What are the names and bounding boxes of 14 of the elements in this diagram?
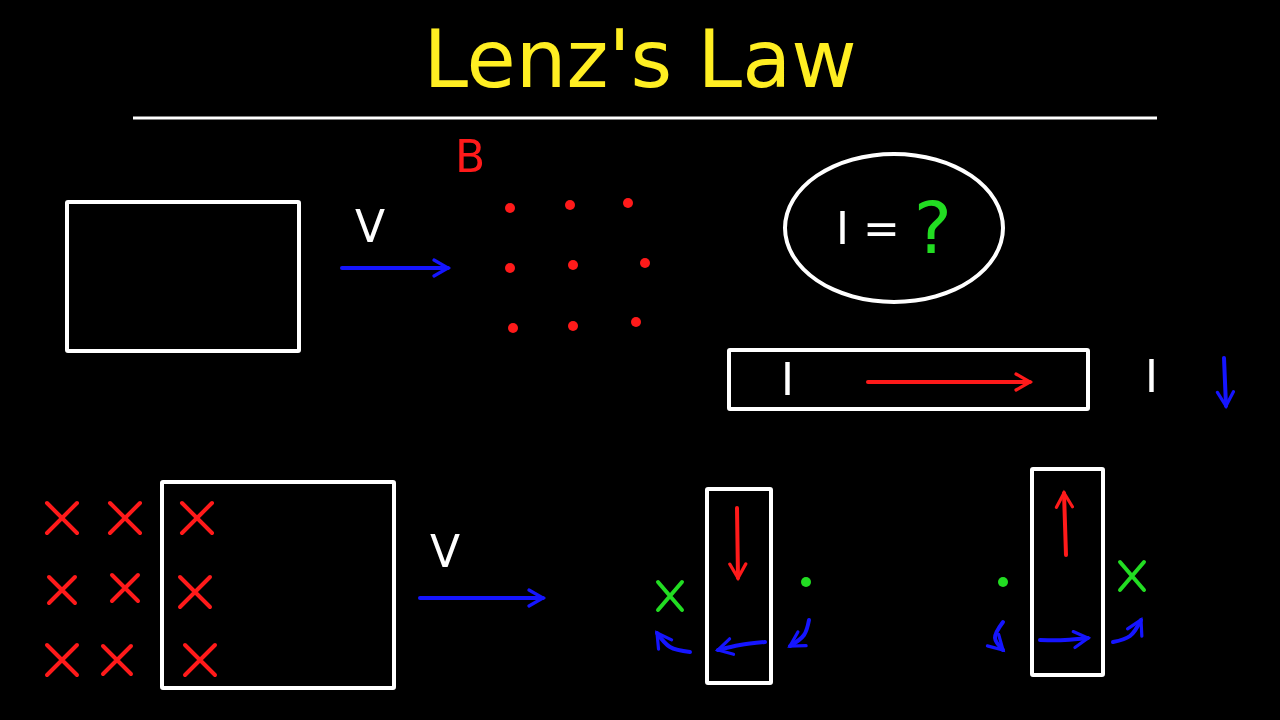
velocity-label: V: [355, 205, 386, 249]
thought-bubble: [783, 152, 1005, 304]
current-symbol: I: [781, 354, 794, 405]
wire-bar: [705, 487, 773, 685]
wire-bar: [1030, 467, 1105, 677]
wire-bar: [727, 348, 1090, 411]
title: Lenz's Law: [422, 20, 858, 100]
current-symbol: I =: [835, 202, 900, 254]
field-label: B: [455, 135, 486, 179]
current-label: I: [1145, 355, 1158, 399]
question-mark: ?: [913, 186, 953, 270]
velocity-label: V: [430, 530, 461, 574]
loop-box: [65, 200, 301, 353]
loop-box: [160, 480, 396, 690]
